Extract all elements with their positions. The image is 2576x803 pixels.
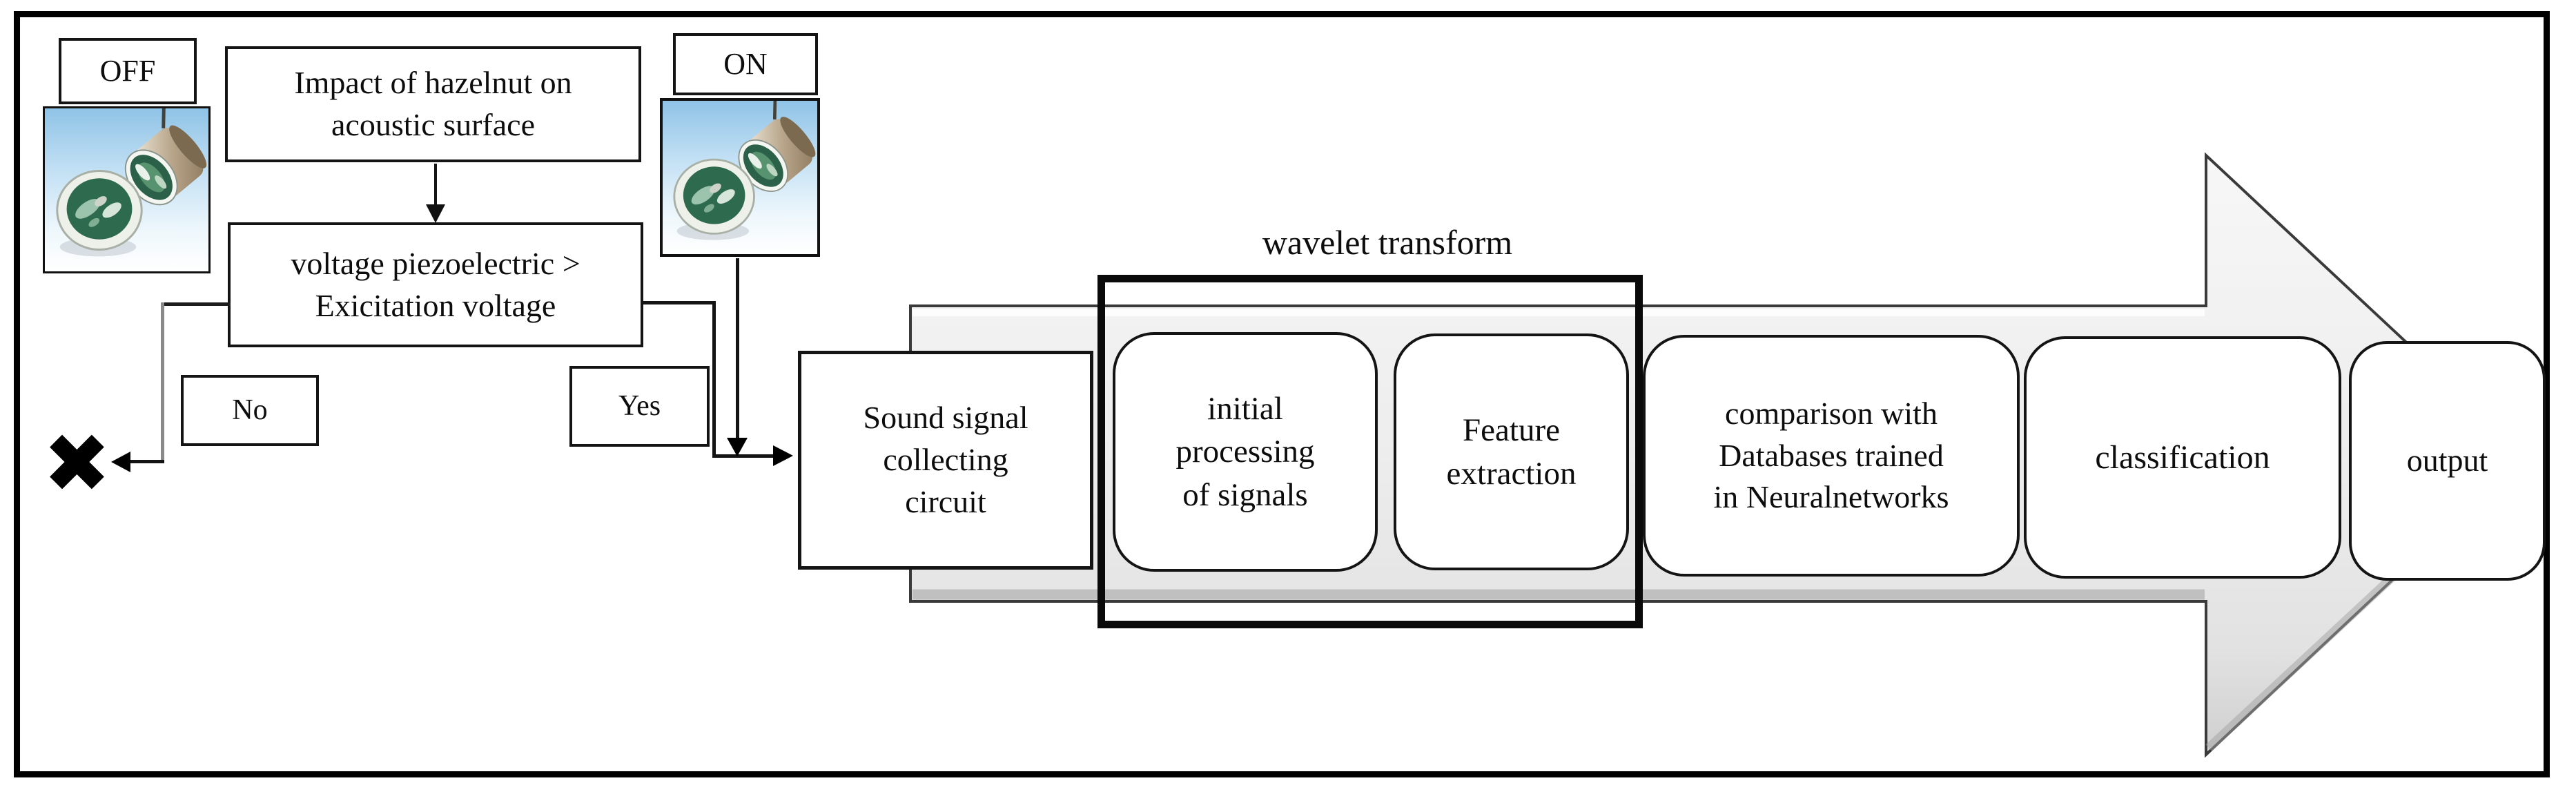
microphone-photo-off	[43, 106, 211, 273]
condition-box: voltage piezoelectric > Exicitation volt…	[228, 222, 643, 347]
arrowhead-down-icon	[727, 438, 748, 456]
step-line: Sound signal	[863, 400, 1028, 436]
impact-line: Impact of hazelnut on	[294, 65, 572, 101]
arrowhead-left-icon	[111, 452, 130, 472]
step-line: Feature	[1463, 412, 1560, 449]
yes-connector-top	[643, 301, 716, 304]
reject-x-icon: ✖	[43, 416, 111, 511]
arrowhead-right-icon	[773, 445, 793, 466]
step-line: output	[2406, 443, 2488, 478]
step-line: collecting	[883, 442, 1008, 478]
yes-label: Yes	[618, 389, 661, 422]
arrowhead-down-icon	[426, 204, 445, 223]
condition-line: voltage piezoelectric >	[291, 245, 580, 281]
microphone-photo-on	[660, 98, 820, 257]
no-connector-vertical	[161, 302, 164, 463]
step-comparison-box: comparison with Databases trained in Neu…	[1643, 335, 2020, 577]
step-feature-extraction-box: Feature extraction	[1394, 333, 1629, 570]
no-label: No	[232, 394, 268, 426]
step-line: classification	[2095, 438, 2270, 476]
step-initial-processing-box: initial processing of signals	[1113, 332, 1378, 572]
step-line: processing	[1175, 434, 1315, 470]
yes-connector-vertical	[712, 301, 716, 458]
step-line: Databases trained	[1719, 437, 1944, 473]
no-box: No	[181, 375, 319, 446]
outer-border	[14, 11, 2550, 777]
wavelet-group-rect	[1097, 275, 1643, 628]
condition-line: Exicitation voltage	[315, 287, 556, 323]
on-label: ON	[723, 46, 768, 81]
wavelet-label: wavelet transform	[1262, 223, 1513, 262]
microphone-capsules-icon	[663, 101, 817, 254]
off-label: OFF	[99, 53, 156, 88]
no-connector-bottom	[130, 460, 164, 463]
on-box: ON	[673, 33, 818, 95]
no-connector-top	[161, 302, 231, 306]
off-box: OFF	[59, 38, 197, 104]
step-line: in Neuralnetworks	[1713, 479, 1949, 515]
microphone-capsules-icon	[45, 108, 208, 271]
step-output-box: output	[2349, 341, 2546, 581]
step-line: of signals	[1182, 476, 1308, 513]
step-sound-signal-box: Sound signal collecting circuit	[798, 351, 1093, 570]
step-line: circuit	[905, 483, 986, 519]
step-line: initial	[1207, 391, 1283, 427]
step-line: comparison with	[1725, 395, 1938, 431]
mic-connector-vertical	[736, 258, 739, 438]
impact-connector	[434, 164, 437, 205]
step-line: extraction	[1446, 455, 1577, 492]
impact-line: acoustic surface	[331, 107, 535, 142]
impact-box: Impact of hazelnut on acoustic surface	[225, 46, 641, 162]
yes-box: Yes	[569, 366, 710, 447]
step-classification-box: classification	[2024, 336, 2341, 579]
